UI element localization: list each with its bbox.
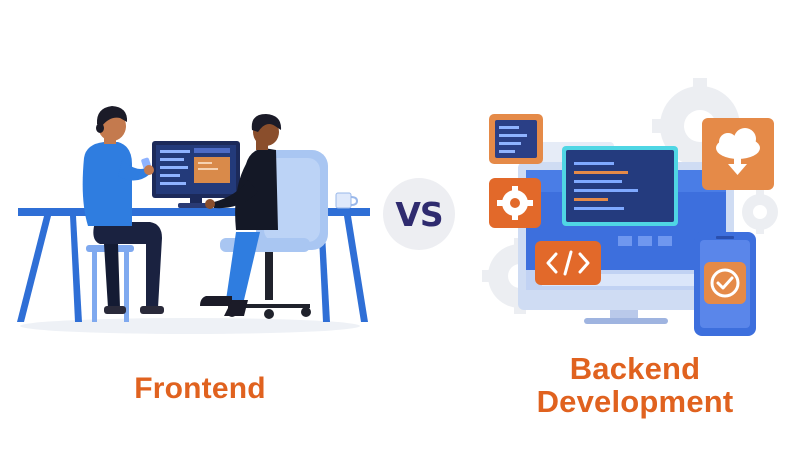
cloud-download-icon	[702, 118, 774, 190]
developer-left	[82, 106, 164, 322]
developer-right	[200, 114, 328, 319]
code-editor-window	[562, 146, 678, 226]
code-brackets-icon	[535, 241, 601, 285]
two-developers-at-desk-illustration	[17, 106, 370, 334]
gear-icon	[489, 178, 541, 228]
backend-label: Backend Development	[510, 352, 760, 419]
checkmark-icon	[704, 262, 746, 304]
vs-text: VS	[395, 194, 443, 234]
desk-leg	[17, 216, 51, 322]
backend-label-line2: Development	[536, 384, 734, 420]
desk-top	[18, 208, 370, 216]
monitor-frontend	[152, 141, 240, 208]
backend-label-line1: Backend	[569, 351, 701, 386]
coffee-mug-icon	[335, 192, 359, 209]
desk-leg	[70, 216, 82, 322]
vs-badge: VS	[383, 178, 455, 250]
desk-leg	[344, 216, 368, 322]
backend-server-monitor-illustration	[482, 78, 778, 336]
code-window-icon	[489, 114, 543, 164]
gear-icon	[742, 190, 778, 234]
floor-shadow	[20, 318, 360, 334]
frontend-label: Frontend	[134, 372, 266, 405]
